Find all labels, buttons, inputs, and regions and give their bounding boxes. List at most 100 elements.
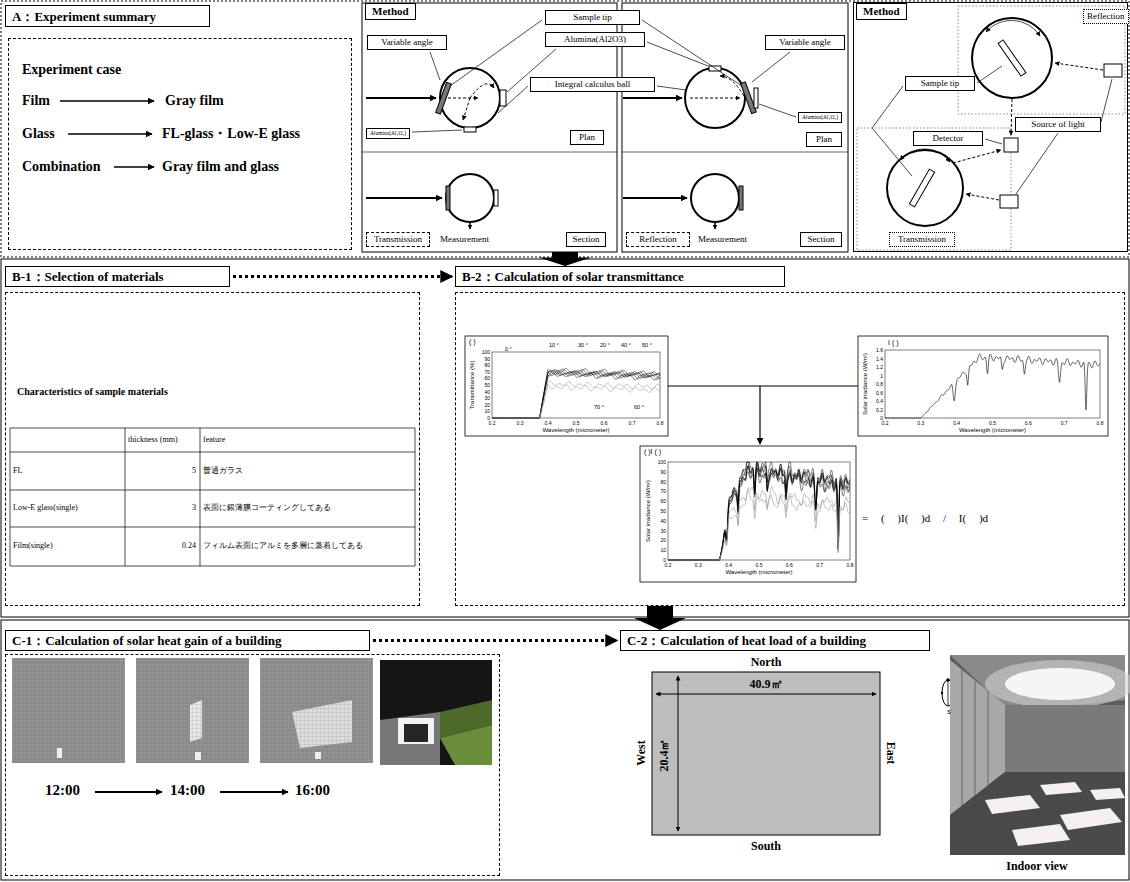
method-group: MethodSample tipVariable angleAlumina(Al…	[360, 2, 850, 252]
node-text: 14:00	[170, 782, 205, 799]
illustration-part	[953, 150, 1001, 163]
illustration-part	[195, 752, 201, 760]
tick-label: 0.3	[917, 420, 924, 426]
axis-label: Transmittance (%)	[469, 361, 476, 410]
illustration-part	[640, 446, 856, 582]
tick-label: 1.4	[876, 356, 883, 362]
table-cell: 普通ガラス	[203, 466, 243, 476]
flow-block-arrow	[539, 252, 591, 266]
tick-label: 10	[660, 547, 666, 553]
compass-label: North	[751, 655, 782, 669]
table-cell: 3	[192, 503, 196, 513]
illustration-part	[754, 88, 758, 108]
tick-label: 0.5	[756, 562, 763, 568]
section-heading-box: A：Experiment summary	[5, 5, 210, 27]
tick-label: 0.2	[876, 407, 883, 413]
spectrum-curve	[492, 371, 660, 418]
illustration-part	[60, 100, 154, 102]
node-text: Combination	[22, 159, 101, 175]
node-text: Variable angle	[779, 37, 831, 48]
illustration-part	[946, 678, 950, 682]
compass-label: East	[884, 742, 898, 765]
tick-label: 50	[484, 382, 490, 388]
node-text: Experiment case	[22, 62, 121, 78]
illustration-part	[668, 385, 858, 386]
node-text: Detector	[933, 133, 964, 144]
tick-label: 0	[487, 415, 490, 421]
spectrum-curve	[492, 385, 660, 418]
compass-letter: s	[947, 708, 951, 716]
tick-label: 0.8	[657, 420, 664, 426]
tick-label: 1.2	[876, 364, 883, 370]
table-cell: thickness (mm)	[128, 435, 178, 445]
illustration-part	[220, 791, 288, 793]
illustration-part	[1040, 782, 1082, 795]
node-text: Glass	[22, 126, 55, 142]
illustration-part	[450, 20, 542, 86]
spectrum-curve	[668, 462, 850, 560]
integrating-sphere-setup	[362, 3, 848, 252]
illustration-part	[759, 386, 760, 444]
label-box: Variable angle	[367, 35, 447, 50]
illustration-part	[1005, 705, 1125, 772]
label-box: Variable angle	[765, 35, 845, 50]
node-text: Reflection	[1087, 11, 1125, 22]
tick-label: 0.7	[1061, 420, 1068, 426]
illustration-part	[872, 86, 912, 176]
material-table-grid	[10, 428, 415, 566]
tick-label: 80	[660, 479, 666, 485]
tick-label: 0.4	[725, 562, 732, 568]
spectrum-curve	[885, 354, 1100, 418]
tick-label: 70	[660, 488, 666, 494]
illustration-part	[498, 86, 528, 113]
illustration-part	[1016, 133, 1058, 194]
method-panel: MethodReflectionSample tipSource of ligh…	[853, 2, 1128, 252]
compass-label: South	[751, 839, 781, 853]
tick-label: 0.4	[545, 420, 552, 426]
spectrum-curve	[492, 370, 660, 418]
node-text: Reflection	[639, 234, 677, 245]
section-heading-box: B-2：Calculation of solar transmittance	[455, 266, 785, 287]
illustration-part	[463, 98, 470, 120]
tick-label: 1	[880, 373, 883, 379]
node-text: 16:00	[295, 782, 330, 799]
node-text: Method	[365, 3, 416, 20]
spectrum-curve	[492, 368, 660, 418]
measurement-label: Measurement	[698, 234, 747, 245]
illustration-part	[690, 98, 740, 99]
section-heading-box: B-1：Selection of materials	[5, 266, 230, 287]
solar-heat-images	[12, 658, 492, 792]
illustration-part	[448, 98, 478, 99]
illustration-part	[398, 718, 434, 744]
node-text: Sample tip	[921, 78, 960, 89]
illustration-part	[691, 174, 739, 222]
spectrum-curve	[668, 487, 850, 560]
illustration-part	[492, 352, 660, 418]
tick-label: 80	[484, 362, 490, 368]
illustration-part	[622, 3, 848, 252]
illustration-part	[647, 42, 708, 66]
tick-label: 0.7	[629, 420, 636, 426]
tick-label: 0.5	[989, 420, 996, 426]
illustration-part	[412, 130, 462, 132]
case-box: Experiment caseFilmGray filmGlassFL-glas…	[8, 38, 352, 250]
illustration-part	[986, 21, 1040, 36]
node-text: B-1：Selection of materials	[12, 269, 164, 284]
tick-label: 30	[660, 528, 666, 534]
label-box: Plan	[570, 130, 604, 145]
table-cell: FL	[13, 466, 22, 476]
node-text: Sample tip	[573, 12, 612, 23]
label-box: Alumina(Al₂O₃)	[366, 128, 410, 139]
axis-label: Wavelength (micrometer)	[959, 427, 1026, 434]
dashed-region: Characteristics of sample materials	[5, 292, 420, 606]
illustration-part	[494, 190, 498, 206]
tick-label: 50	[660, 508, 666, 514]
chart-frames	[465, 336, 1108, 582]
illustration-part	[10, 428, 11, 566]
angle-label: 0 °	[505, 346, 512, 353]
illustration-part	[623, 97, 682, 99]
illustration-part	[985, 139, 1002, 144]
node-text: Transmission	[374, 234, 422, 245]
spectrum-curve	[492, 372, 660, 418]
